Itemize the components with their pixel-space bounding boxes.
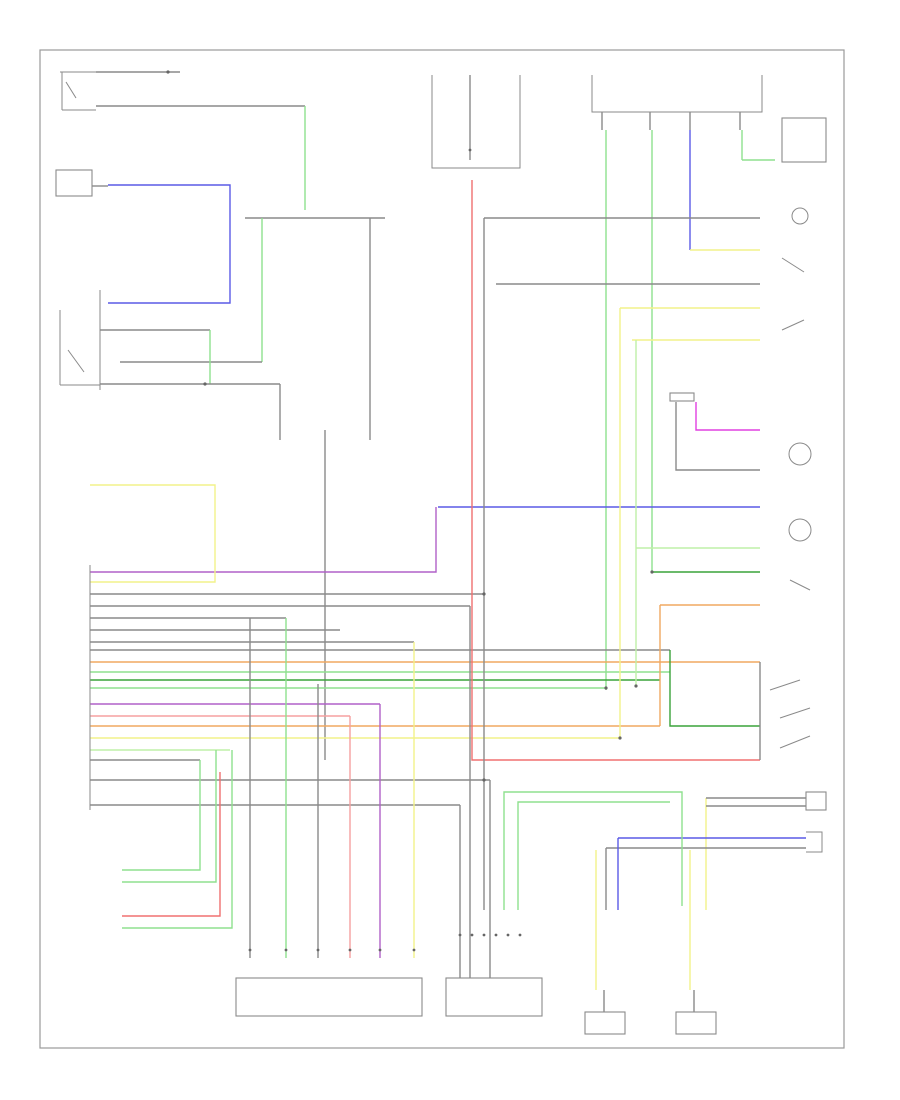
fuse-block-2 [591,75,763,130]
combination-meter-box [781,117,827,163]
cruise-control-module-wires [90,484,760,806]
inhibitor-switch [60,70,306,210]
sensor-box-right [675,1011,717,1035]
transmission-control-box [445,977,543,1017]
sensor-box-left [584,1011,626,1035]
clutch-switch [59,290,281,440]
vehicle-speed-sensor [55,169,231,304]
diagram-border [39,49,845,1049]
cruise-control-actuator-box [235,977,423,1017]
fuse-block-1 [431,75,521,169]
